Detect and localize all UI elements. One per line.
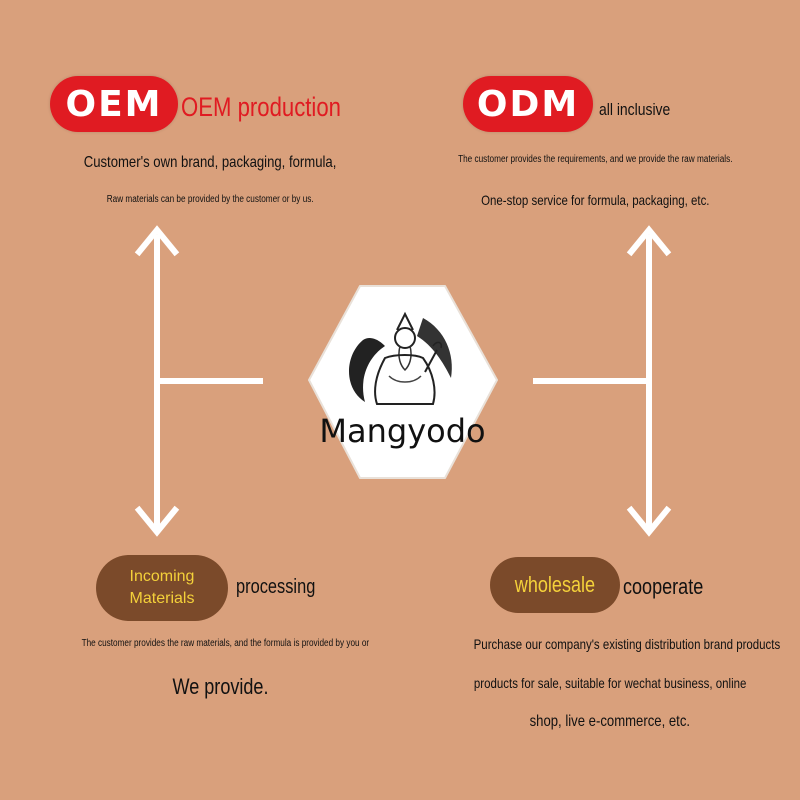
wholesale-title: cooperate <box>623 574 704 599</box>
wholesale-badge: wholesale <box>490 557 620 613</box>
odm-line2: One-stop service for formula, packaging,… <box>480 192 710 208</box>
right-up-arrowhead <box>626 225 672 257</box>
oem-line2: Raw materials can be provided by the cus… <box>106 194 314 205</box>
incoming-title: processing <box>236 576 316 598</box>
ink-sage-portrait-icon <box>349 311 452 405</box>
wholesale-line1: Purchase our company's existing distribu… <box>473 636 781 652</box>
mangyodo-logo <box>308 285 498 479</box>
incoming-line2: We provide. <box>172 674 268 699</box>
right-down-arrowhead <box>626 505 672 537</box>
odm-badge: ODM <box>463 76 593 132</box>
left-down-arrowhead <box>134 505 180 537</box>
incoming-line1: The customer provides the raw materials,… <box>81 638 369 649</box>
oem-title: OEM production <box>181 92 341 122</box>
left-up-arrowhead <box>134 225 180 257</box>
incoming-materials-badge: Incoming Materials <box>96 555 228 621</box>
wholesale-line3: shop, live e-commerce, etc. <box>529 713 691 730</box>
odm-title: all inclusive <box>599 100 671 119</box>
odm-line1: The customer provides the requirements, … <box>457 154 733 165</box>
wholesale-line2: products for sale, suitable for wechat b… <box>473 675 747 691</box>
brand-name: Mangyodo <box>319 412 486 450</box>
oem-badge: OEM <box>50 76 178 132</box>
oem-line1: Customer's own brand, packaging, formula… <box>83 154 337 171</box>
